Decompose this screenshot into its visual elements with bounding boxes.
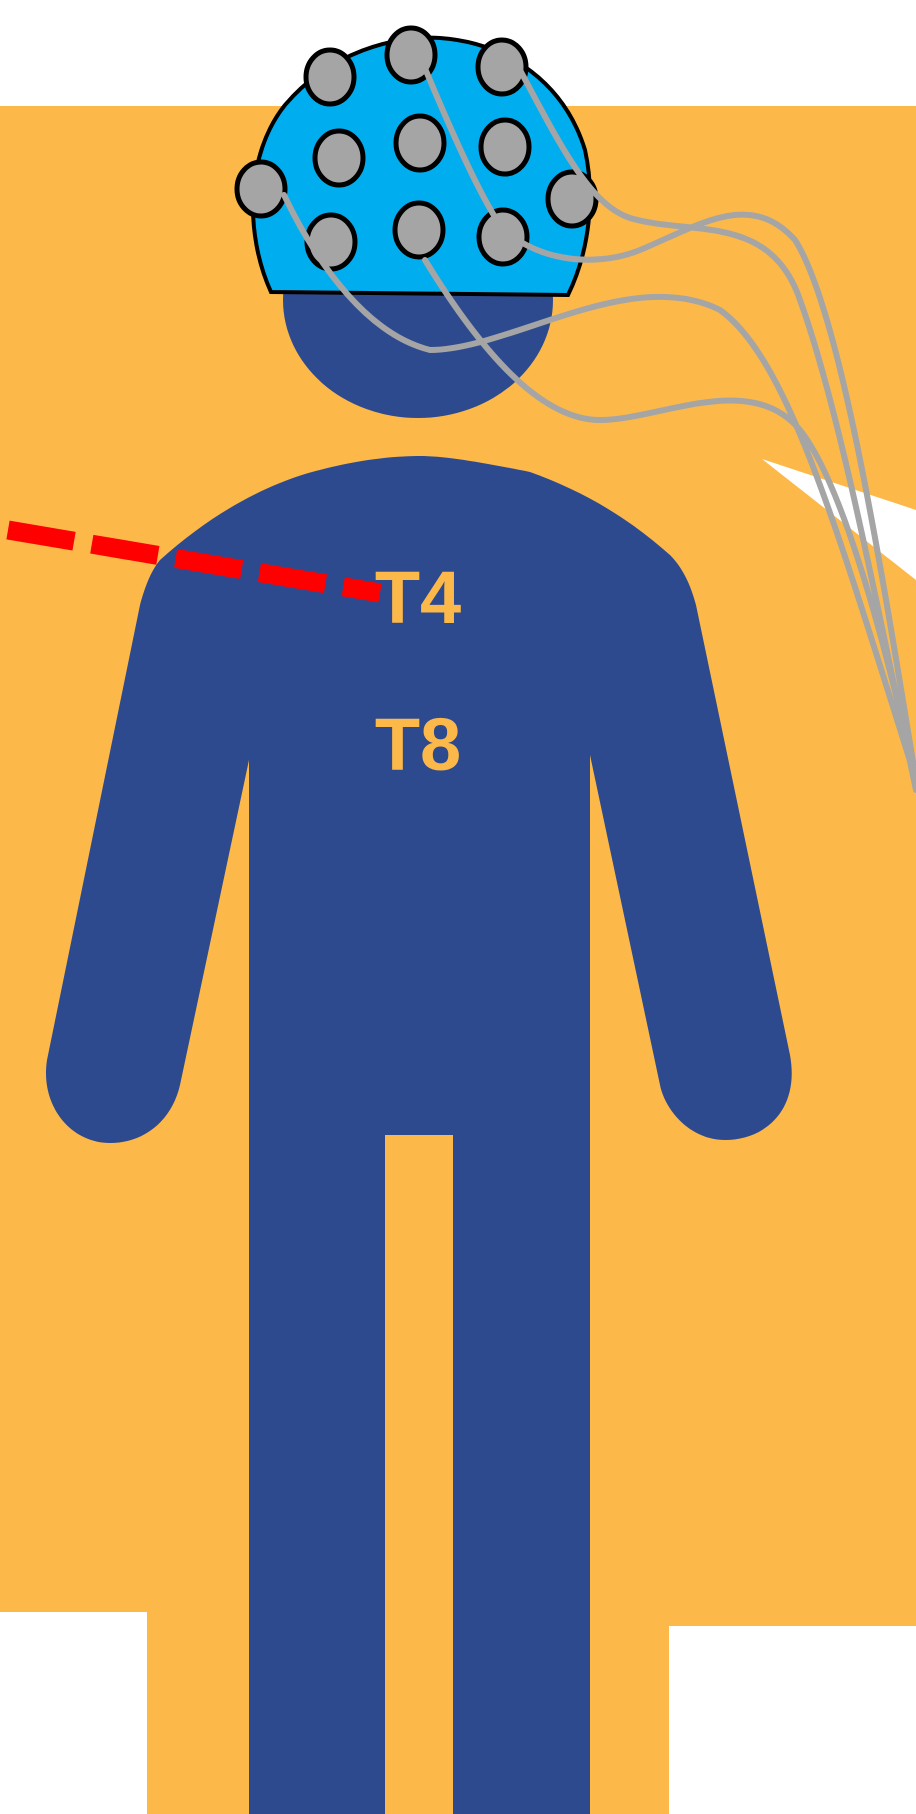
label-upper: T4 (375, 556, 461, 639)
electrode-icon (479, 210, 527, 264)
electrode-icon (307, 215, 355, 269)
electrode-icon (306, 50, 354, 104)
electrode-icon (395, 203, 443, 257)
electrode-icon (237, 162, 285, 216)
electrode-icon (396, 116, 444, 170)
electrode-icon (478, 40, 526, 94)
electrode-icon (481, 120, 529, 174)
electrode-icon (315, 131, 363, 185)
label-lower: T8 (375, 703, 461, 786)
electrode-icon (548, 172, 596, 226)
